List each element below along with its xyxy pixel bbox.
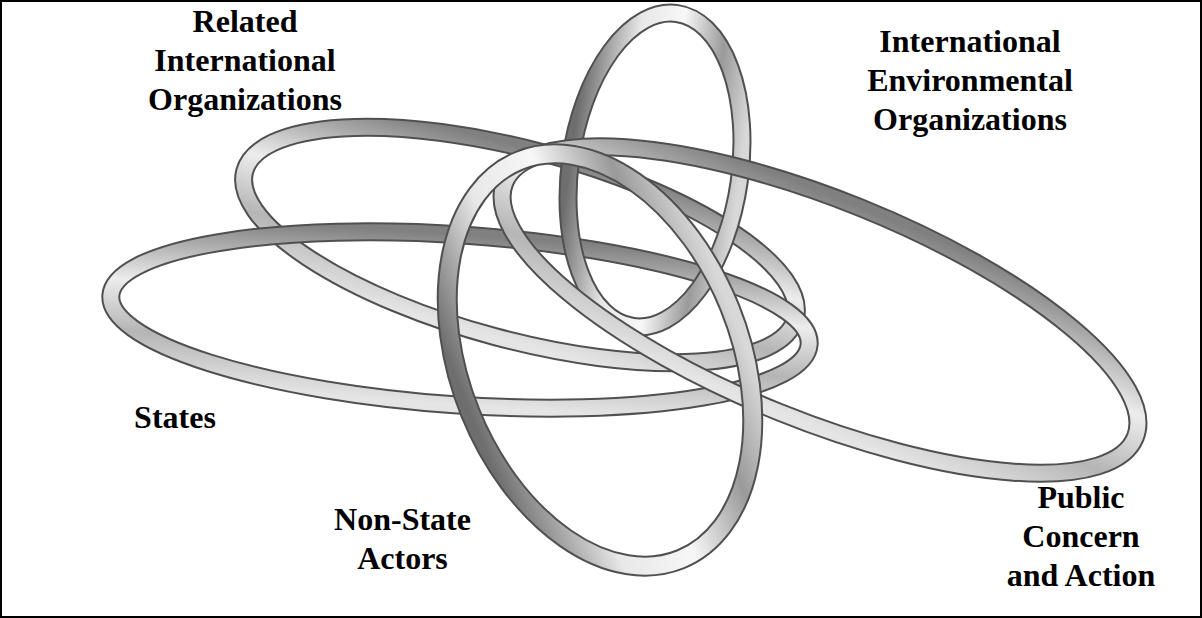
ribbon-rings (105, 2, 1177, 612)
ring-label: International Environmental Organization… (835, 22, 1105, 139)
ring-label: Related International Organizations (120, 2, 370, 119)
ring-label: Public Concern and Action (995, 478, 1167, 595)
ring-label: States (95, 398, 255, 437)
ring-label: Non-State Actors (300, 500, 505, 578)
